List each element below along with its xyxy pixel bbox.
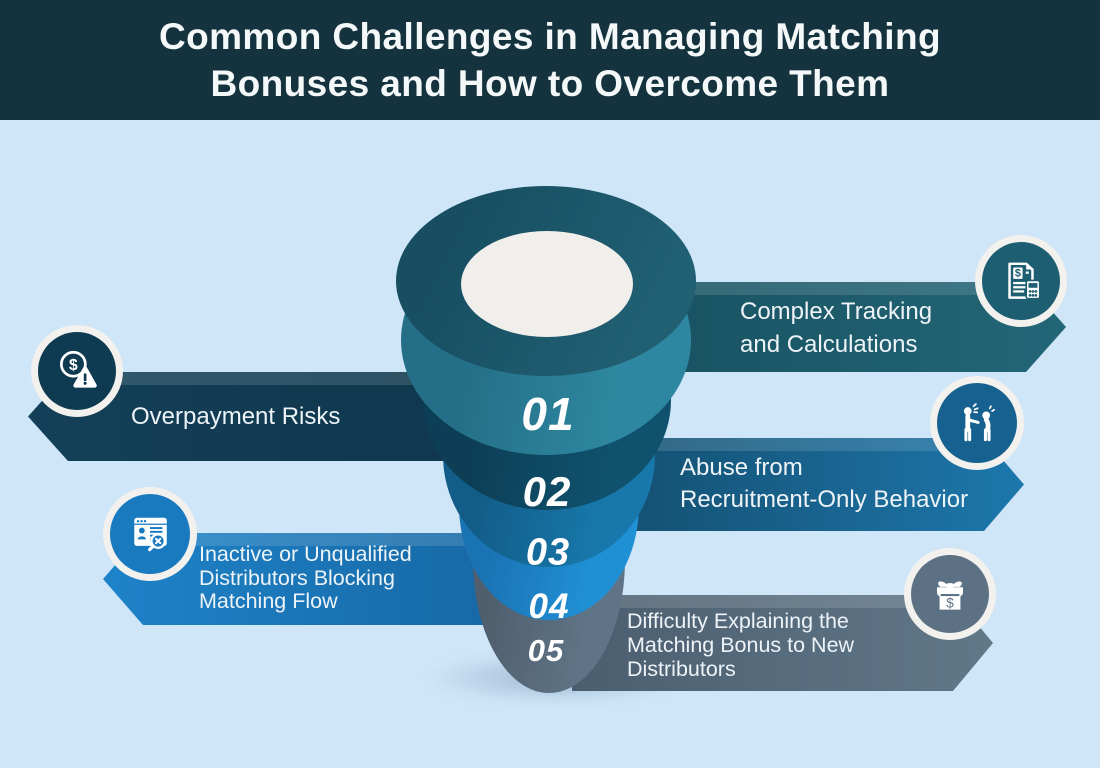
funnel-number-03: 03	[525, 531, 571, 574]
page-title-line-1: Common Challenges in Managing Matching	[159, 16, 941, 57]
banner-inactive-distributors-line-1: Inactive or Unqualified	[199, 542, 412, 566]
banner-complex-tracking-line-2: and Calculations	[740, 331, 918, 358]
header-bar: Common Challenges in Managing Matching B…	[0, 0, 1100, 120]
funnel-number-05: 05	[527, 633, 565, 668]
banner-highlight-strip	[572, 595, 993, 608]
page-title-line-2: Bonuses and How to Overcome Them	[210, 63, 890, 104]
funnel-mouth	[461, 231, 633, 337]
badge-inactive	[103, 487, 197, 581]
banner-overpayment-risks-line-1: Overpayment Risks	[131, 403, 341, 430]
banner-complex-tracking-line-1: Complex Tracking	[740, 298, 933, 325]
browser-person-search-icon	[110, 494, 190, 574]
banner-difficulty-explaining-line-1: Difficulty Explaining the	[627, 609, 849, 633]
banner-difficulty-explaining-line-3: Distributors	[627, 657, 736, 681]
badge-difficulty: $	[904, 548, 996, 640]
badge-complex-tracking: $	[975, 235, 1067, 327]
banner-highlight-strip	[608, 438, 1024, 451]
banner-abuse-recruitment-line-1: Abuse from	[680, 454, 803, 481]
banner-difficulty-explaining-line-2: Matching Bonus to New	[627, 633, 855, 657]
banner-inactive-distributors-line-3: Matching Flow	[199, 589, 338, 613]
badge-abuse	[930, 376, 1024, 470]
svg-text:$: $	[1015, 268, 1021, 280]
badge-overpayment: $	[31, 325, 123, 417]
funnel-number-01: 01	[521, 388, 575, 440]
banner-abuse-recruitment-line-2: Recruitment-Only Behavior	[680, 486, 969, 513]
gift-dollar-icon: $	[911, 555, 989, 633]
svg-text:$: $	[69, 357, 78, 374]
people-argument-icon	[937, 383, 1017, 463]
banner-highlight-strip	[600, 282, 1066, 295]
svg-text:$: $	[946, 595, 954, 610]
funnel-number-04: 04	[528, 587, 570, 626]
funnel-number-02: 02	[522, 468, 572, 515]
dollar-warning-icon: $	[38, 332, 116, 410]
banner-inactive-distributors-line-2: Distributors Blocking	[199, 565, 395, 590]
banner-abuse-recruitment: Abuse from Recruitment-Only Behavior	[608, 438, 1024, 531]
invoice-calculator-icon: $	[982, 242, 1060, 320]
